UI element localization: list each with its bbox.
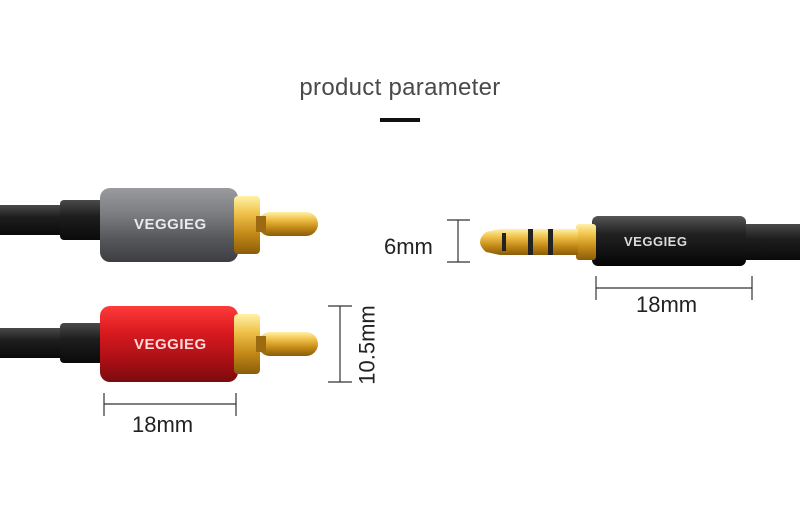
plug-body-grey [100,188,238,262]
jack-body [592,216,746,266]
rca-plug-red [0,306,318,382]
gold-collar [234,196,260,254]
cable-segment [0,328,68,358]
jack-tip [480,229,500,255]
jack-collar [576,224,596,260]
gold-pin [258,212,318,236]
plug-body-red [100,306,238,382]
gold-pin [258,332,318,356]
jack-length-label: 18mm [636,292,698,317]
dimension-lines [103,219,753,416]
jack-shaft [500,229,578,255]
page-title: product parameter [299,74,501,101]
rca-plug-grey [0,188,318,262]
cable-segment [738,224,800,260]
gold-collar [234,314,260,374]
brand-logo: VEGGIEG [134,336,207,353]
cable-segment [0,205,68,235]
brand-logo: VEGGIEG [134,216,207,233]
brand-logo: VEGGIEG [624,234,688,249]
rca-diameter-label: 10.5mm [354,305,380,385]
strain-relief [60,200,106,240]
rca-length-label: 18mm [132,412,194,437]
strain-relief [60,323,106,363]
audio-jack-3-5mm [480,216,800,266]
jack-diameter-label: 6mm [384,234,433,259]
title-underline [380,118,420,122]
